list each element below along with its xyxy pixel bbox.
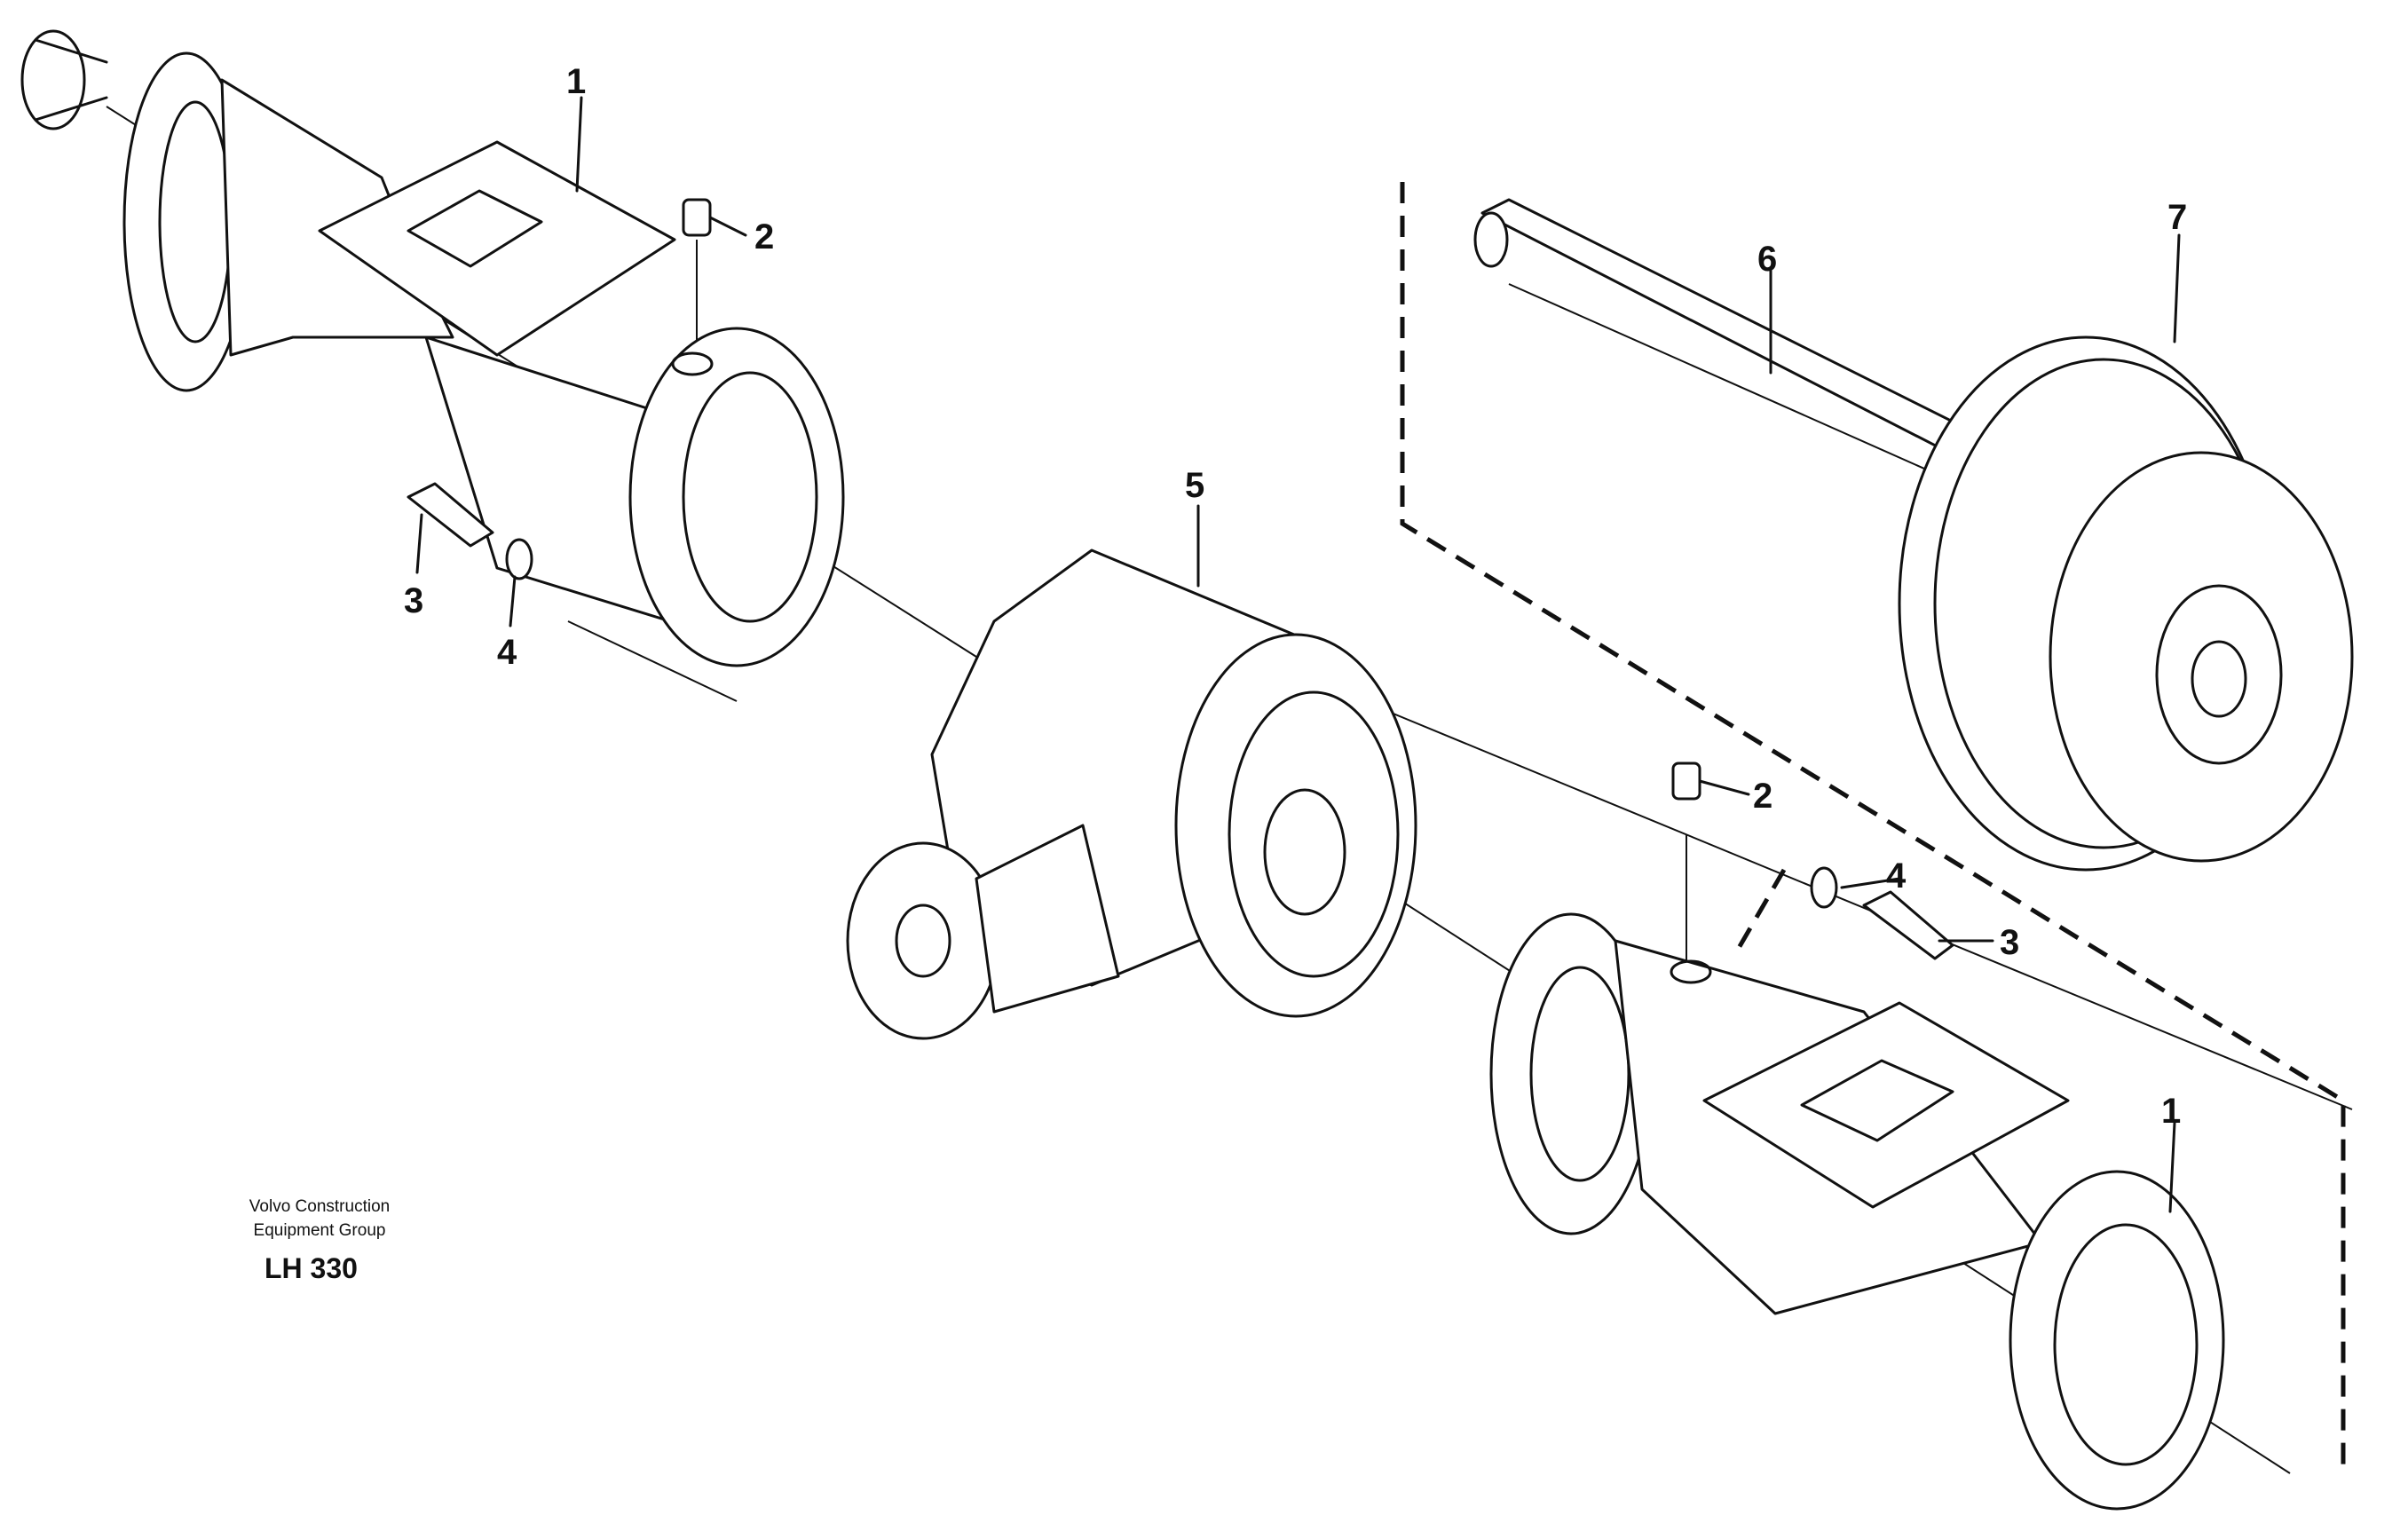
brand-line-1: Volvo Construction [249, 1197, 390, 1216]
breather-left [682, 198, 712, 237]
breather-right [1671, 762, 1701, 801]
brand-line-2: Equipment Group [254, 1221, 386, 1240]
wheel-hub [1898, 335, 2354, 872]
callout-1-left: 1 [566, 62, 586, 101]
callout-3-left: 3 [404, 581, 423, 620]
washer-left [505, 538, 533, 580]
axle-housing-left [20, 29, 845, 667]
callout-3-right: 3 [2000, 923, 2019, 962]
axle-housing-right [1489, 912, 2225, 1511]
callout-4-right: 4 [1886, 856, 1907, 896]
differential-carrier [846, 548, 1417, 1040]
drawing-code: LH 330 [264, 1252, 358, 1284]
callout-7: 7 [2167, 198, 2187, 237]
callout-1-right: 1 [2161, 1092, 2181, 1131]
callout-6: 6 [1757, 240, 1777, 279]
leader-lines [415, 96, 2181, 1213]
subassembly-dashed-outline [1400, 182, 2346, 1473]
washer-right [1810, 866, 1838, 909]
callout-2-right: 2 [1753, 777, 1772, 816]
bolt-left [407, 482, 494, 548]
callout-4-left: 4 [497, 633, 517, 672]
callout-5: 5 [1185, 466, 1204, 505]
drive-shaft [1473, 198, 1999, 472]
callout-2-left: 2 [754, 217, 774, 256]
bolt-right [1862, 890, 1954, 960]
